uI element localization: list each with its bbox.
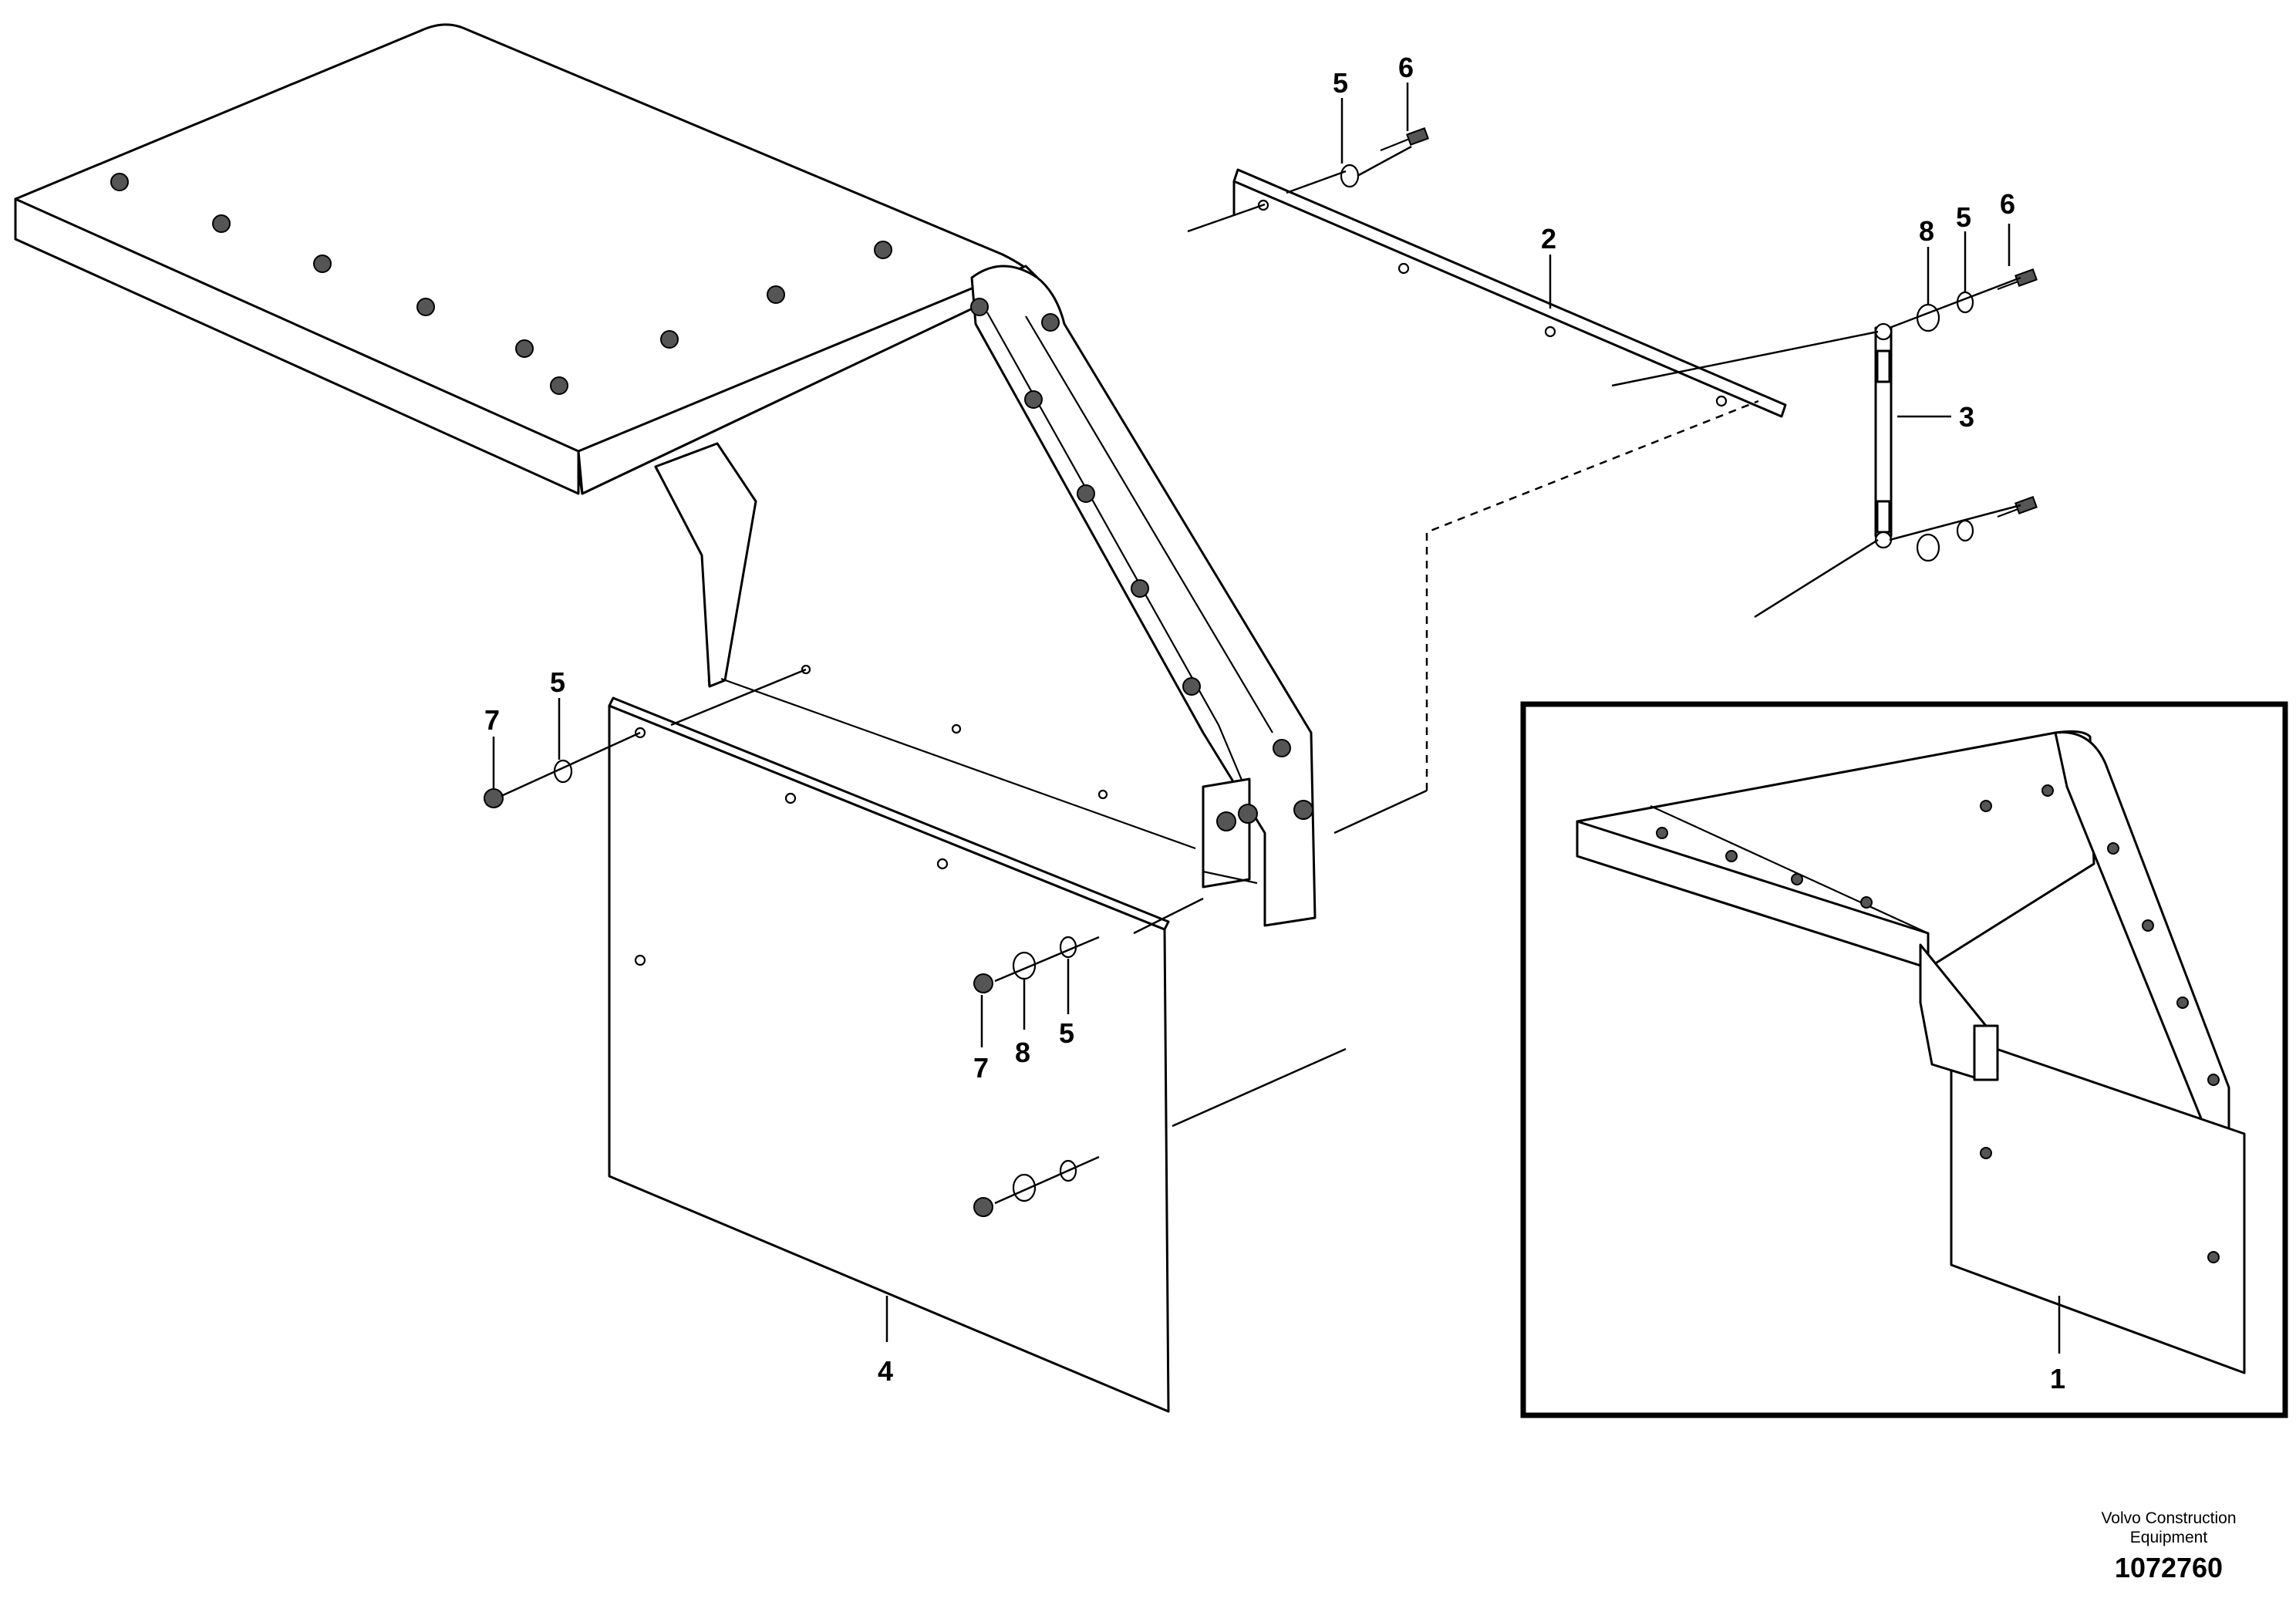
- drawing-number: 1072760: [2115, 1552, 2223, 1583]
- footer: Volvo Construction Equipment 1072760: [2101, 1509, 2236, 1583]
- callout-3: 3: [1959, 401, 1974, 433]
- callout-8-plate: 8: [1015, 1037, 1030, 1068]
- platform-bolts: [110, 173, 892, 395]
- assembled-view-inset: [1520, 701, 2288, 1418]
- hardware: [484, 127, 2038, 1217]
- callout-leaders: [492, 83, 2061, 1354]
- assembly-lines: [501, 145, 2021, 1205]
- flat-bar: [1232, 168, 1787, 418]
- callout-6-flat-bar: 6: [1398, 52, 1414, 83]
- step-platform: [14, 23, 1317, 927]
- callout-5-flat-bar: 5: [1333, 67, 1348, 99]
- callout-5-plate: 5: [1059, 1017, 1074, 1049]
- callout-labels: 1 2 3 4 5 6 8 5 6 7 5 7 8 5: [484, 52, 2065, 1394]
- brand-line-2: Equipment: [2130, 1529, 2208, 1546]
- mud-plate: [608, 696, 1170, 1413]
- callout-7-plate: 7: [973, 1052, 989, 1084]
- callout-1: 1: [2050, 1363, 2065, 1394]
- callout-5-left: 5: [550, 666, 565, 698]
- callout-4: 4: [878, 1355, 893, 1387]
- link-rod: [1874, 322, 1893, 549]
- callout-7-left: 7: [484, 704, 500, 736]
- callout-6-link: 6: [2000, 188, 2015, 220]
- callout-2: 2: [1541, 223, 1556, 255]
- brand-line-1: Volvo Construction: [2101, 1509, 2236, 1527]
- callout-8-link: 8: [1919, 215, 1934, 247]
- callout-5-link: 5: [1956, 201, 1971, 233]
- inset-bolts: [1656, 784, 2220, 1263]
